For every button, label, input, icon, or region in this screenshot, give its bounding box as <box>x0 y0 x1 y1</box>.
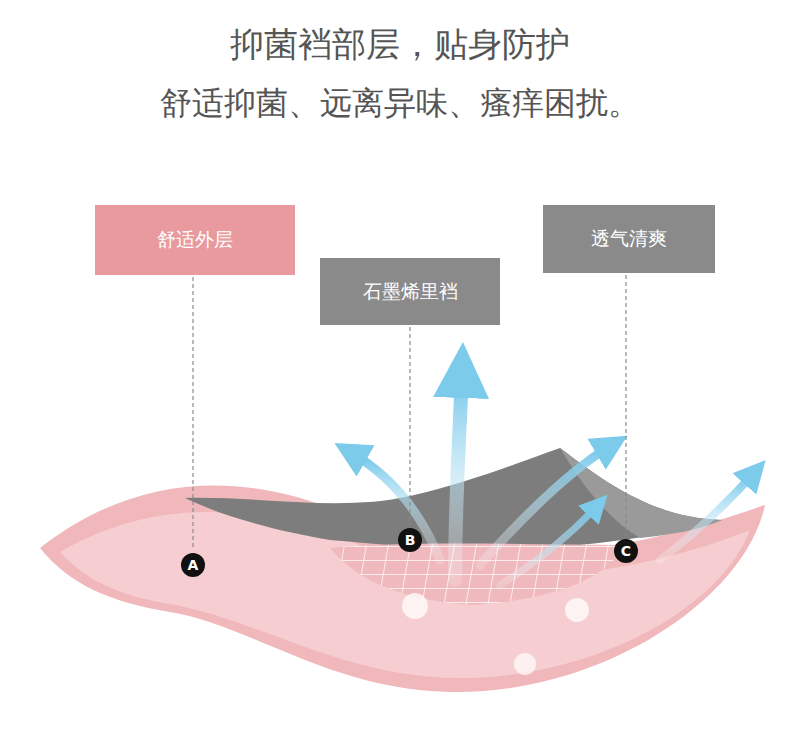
leader-line <box>409 327 410 525</box>
layer-label: 透气清爽 <box>543 205 715 273</box>
layer-label: 石墨烯里裆 <box>320 258 500 325</box>
callout-letter: C <box>614 539 638 563</box>
fabric-layers <box>40 448 765 692</box>
callout-letter: A <box>181 553 205 577</box>
callout-text: B <box>405 532 416 548</box>
caption: 舒适抑菌、远离异味、瘙痒困扰。 <box>0 82 800 126</box>
callout-letter: B <box>398 528 422 552</box>
label-text: 舒适外层 <box>157 227 233 253</box>
leader-line <box>625 275 626 536</box>
title: 抑菌裆部层，贴身防护 <box>0 22 800 68</box>
callout-text: C <box>621 543 631 559</box>
layer-label: 舒适外层 <box>95 205 295 275</box>
airflow-arrows <box>350 370 755 585</box>
label-text: 石墨烯里裆 <box>363 279 458 305</box>
callout-text: A <box>188 557 199 573</box>
leader-line <box>192 277 193 550</box>
label-text: 透气清爽 <box>591 226 667 252</box>
